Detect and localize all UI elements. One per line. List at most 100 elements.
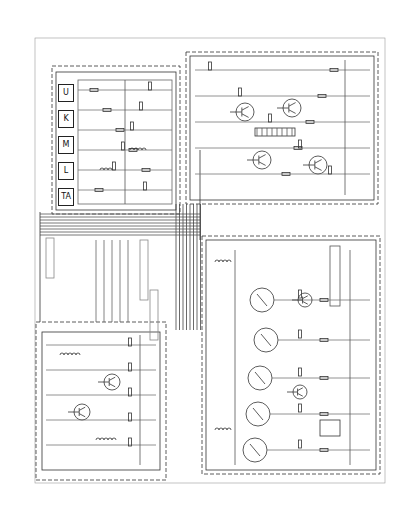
resistor-symbol bbox=[142, 169, 150, 172]
resistor-symbol bbox=[129, 413, 132, 421]
wire bbox=[104, 240, 105, 322]
wire bbox=[259, 162, 266, 166]
resistor-symbol bbox=[329, 166, 332, 174]
wire bbox=[40, 212, 41, 322]
wire bbox=[278, 340, 370, 341]
resistor-symbol bbox=[318, 95, 326, 98]
wire bbox=[259, 155, 266, 159]
wire bbox=[79, 407, 85, 410]
wire bbox=[262, 128, 263, 136]
wire bbox=[242, 114, 249, 118]
tuner-outline bbox=[52, 66, 180, 214]
switch-box: TA bbox=[58, 188, 74, 206]
resistor-symbol bbox=[306, 121, 314, 124]
wire bbox=[112, 240, 113, 322]
wire bbox=[303, 296, 308, 299]
supply-outline bbox=[36, 322, 166, 480]
resistor-symbol bbox=[103, 109, 111, 112]
wire bbox=[190, 204, 191, 330]
resistor-symbol bbox=[144, 182, 147, 190]
wire bbox=[200, 150, 201, 240]
resistor-symbol bbox=[299, 368, 302, 376]
if-outline bbox=[202, 236, 380, 474]
switch-label: L bbox=[64, 167, 68, 175]
wire bbox=[277, 128, 278, 136]
wire bbox=[267, 128, 268, 136]
resistor-symbol bbox=[209, 62, 212, 70]
switch-label: K bbox=[63, 115, 68, 123]
switch-box: L bbox=[58, 162, 74, 180]
tube-symbol bbox=[248, 366, 272, 390]
wire bbox=[287, 128, 288, 136]
side-strip bbox=[46, 238, 54, 278]
wire bbox=[195, 70, 370, 71]
wire bbox=[46, 345, 156, 346]
wire bbox=[315, 167, 322, 171]
resistor-symbol bbox=[320, 449, 328, 452]
resistor-symbol bbox=[113, 162, 116, 170]
resistor-symbol bbox=[299, 404, 302, 412]
wire bbox=[255, 372, 265, 384]
coil-symbol bbox=[215, 428, 231, 430]
resistor-symbol bbox=[320, 299, 328, 302]
side-strip bbox=[140, 240, 148, 300]
wire bbox=[303, 301, 308, 304]
wire bbox=[298, 393, 303, 396]
wire bbox=[345, 60, 346, 195]
wire bbox=[298, 388, 303, 391]
wire bbox=[40, 217, 200, 218]
resistor-symbol bbox=[149, 82, 152, 90]
resistor-symbol bbox=[95, 189, 103, 192]
wire bbox=[272, 378, 370, 379]
wire bbox=[79, 414, 85, 417]
resistor-symbol bbox=[269, 114, 272, 122]
wire bbox=[109, 384, 115, 387]
tube-symbol bbox=[250, 288, 274, 312]
sheet-frame bbox=[35, 38, 385, 483]
tuner-box bbox=[56, 72, 176, 210]
resistor-symbol bbox=[320, 377, 328, 380]
resistor-symbol bbox=[140, 102, 143, 110]
wire bbox=[98, 382, 109, 383]
wire bbox=[40, 229, 200, 230]
wire bbox=[267, 450, 370, 451]
resistor-symbol bbox=[129, 338, 132, 346]
resistor-symbol bbox=[116, 129, 124, 132]
switch-box: M bbox=[58, 136, 74, 154]
resistor-symbol bbox=[299, 330, 302, 338]
wire bbox=[68, 412, 79, 413]
wire bbox=[230, 112, 242, 113]
wire bbox=[120, 240, 121, 322]
wire bbox=[292, 300, 303, 301]
coil-symbol bbox=[130, 148, 146, 150]
wire bbox=[261, 334, 271, 346]
supply-box bbox=[42, 332, 160, 470]
wire bbox=[195, 148, 370, 149]
transformer-symbol bbox=[255, 128, 295, 136]
amp-box bbox=[190, 56, 374, 200]
resistor-symbol bbox=[294, 147, 302, 150]
wiring bbox=[40, 60, 370, 465]
wire bbox=[257, 294, 267, 306]
wire bbox=[242, 107, 249, 111]
wire bbox=[40, 235, 200, 236]
wire bbox=[40, 226, 200, 227]
wire bbox=[282, 128, 283, 136]
wire bbox=[272, 128, 273, 136]
resistor-symbol bbox=[330, 69, 338, 72]
wire bbox=[46, 445, 156, 446]
component-box bbox=[320, 420, 340, 436]
resistor-symbol bbox=[122, 142, 125, 150]
switch-label: TA bbox=[61, 193, 71, 201]
side-strip bbox=[150, 290, 158, 340]
switch-box: K bbox=[58, 110, 74, 128]
coil-symbol bbox=[100, 168, 112, 170]
resistor-symbol bbox=[320, 339, 328, 342]
wire bbox=[46, 395, 156, 396]
wire bbox=[303, 165, 315, 166]
wire bbox=[128, 240, 129, 322]
resistor-symbol bbox=[129, 363, 132, 371]
resistor-symbol bbox=[129, 438, 132, 446]
